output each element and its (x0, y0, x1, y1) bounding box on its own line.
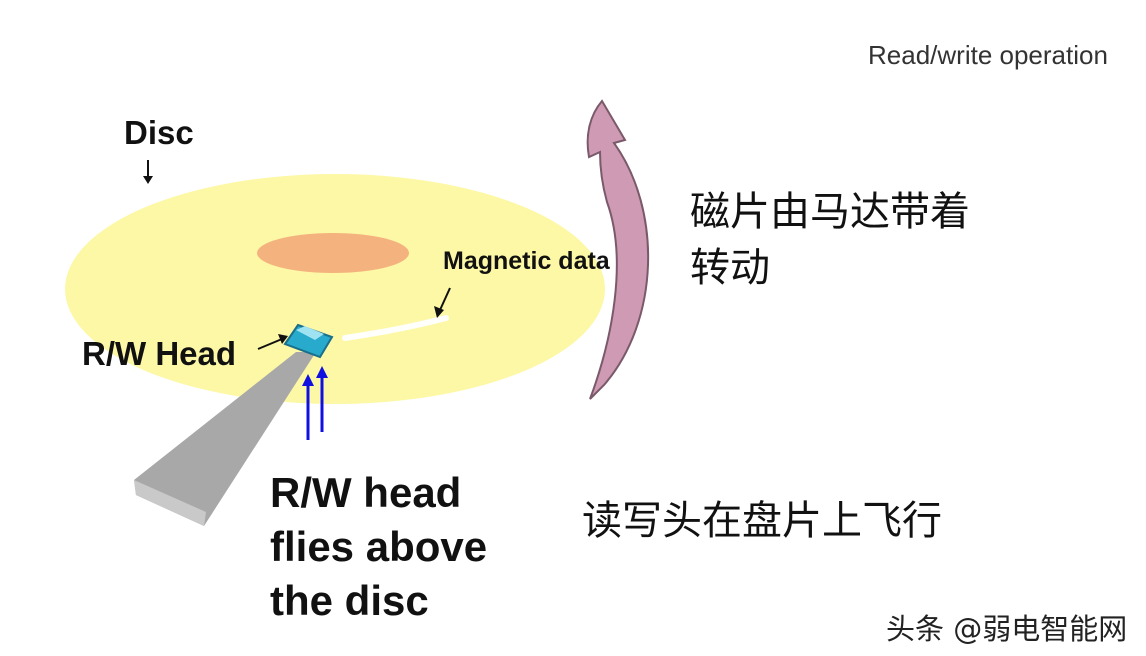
head-flies-line-1: R/W head (270, 469, 462, 516)
rw-head-label: R/W Head (82, 335, 237, 372)
rotation-caption-line-2: 转动 (690, 245, 770, 291)
magnetic-data-pointer-arrowhead (434, 306, 444, 318)
rotation-caption-cn: 磁片由马达带着 转动 (690, 184, 970, 296)
head-flies-caption: R/W head flies above the disc (270, 466, 487, 628)
page-title: Read/write operation (868, 40, 1108, 70)
disc-platter (65, 174, 605, 404)
head-fly-caption-cn: 读写头在盘片上飞行 (582, 498, 942, 544)
rw-head-top (296, 326, 324, 340)
magnetic-data-label: Magnetic data (443, 247, 610, 275)
disc-label: Disc (124, 114, 194, 151)
rotation-caption-line-1: 磁片由马达带着 (690, 189, 970, 235)
magnetic-data-pointer-arrow (439, 287, 451, 311)
lift-arrow-left-head (302, 374, 314, 386)
watermark: 头条 @弱电智能网 (886, 612, 1128, 646)
lift-arrow-right-head (316, 366, 328, 378)
rw-head-pointer-arrowhead (278, 334, 288, 344)
access-arm-shadow (134, 480, 206, 526)
access-arm (134, 352, 316, 526)
magnetic-data-track (342, 315, 449, 341)
spindle-hub (257, 233, 409, 273)
rw-head-pointer-arrow (257, 338, 283, 350)
head-flies-line-2: flies above (270, 523, 488, 570)
disc-pointer-arrowhead (143, 176, 153, 184)
head-flies-line-3: the disc (270, 577, 429, 624)
rotation-arrow (586, 99, 650, 400)
